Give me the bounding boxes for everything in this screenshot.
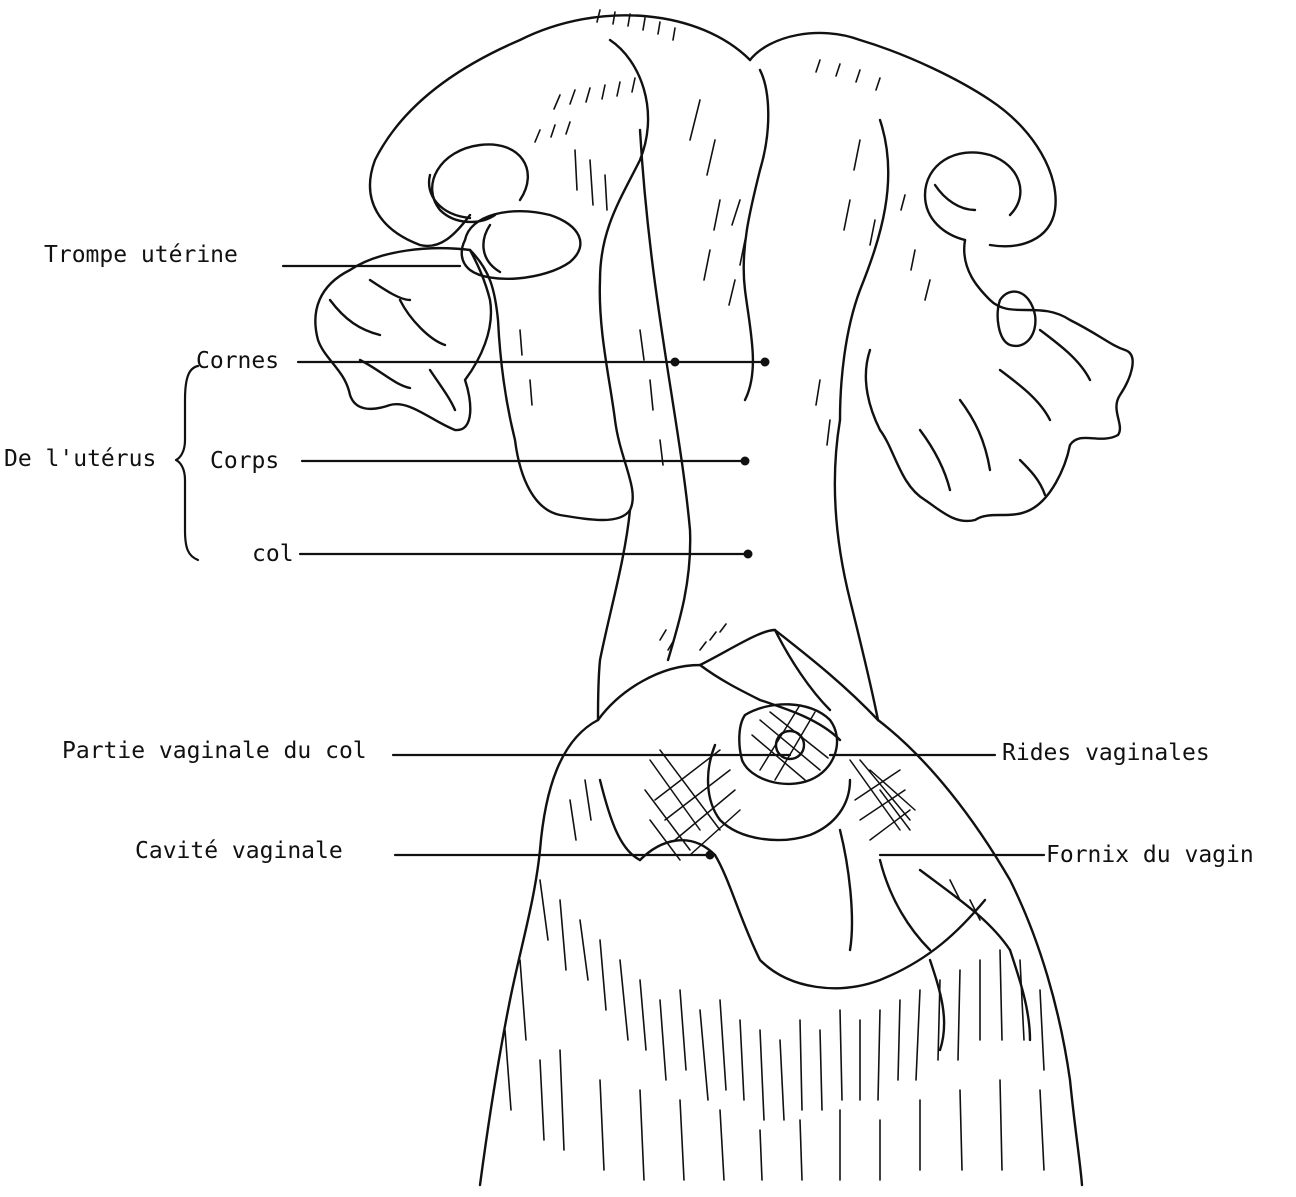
- right-horn-inner-edge: [744, 70, 769, 400]
- label-rides-vaginales: Rides vaginales: [1002, 742, 1210, 765]
- label-partie-vaginale-du-col: Partie vaginale du col: [62, 740, 367, 763]
- left-body-contour: [470, 40, 648, 520]
- right-body-contour: [840, 120, 888, 420]
- vagina-outline-right: [878, 720, 1082, 1185]
- right-fimbria: [866, 240, 1133, 521]
- left-fimbria: [315, 248, 491, 430]
- right-horn-inner: [925, 152, 1020, 240]
- label-trompe-uterine: Trompe utérine: [44, 244, 238, 267]
- label-cornes: Cornes: [196, 350, 279, 373]
- neck-right: [835, 420, 878, 720]
- right-ovary: [998, 292, 1036, 346]
- label-corps: Corps: [210, 450, 279, 473]
- neck-left: [598, 510, 630, 720]
- vagina-outline-left: [480, 720, 598, 1185]
- vagina-top-fold: [598, 630, 878, 720]
- label-col: col: [252, 543, 294, 566]
- vaginal-cavity: [640, 840, 985, 988]
- uterus-brace: [176, 366, 198, 560]
- label-de-l-uterus: De l'utérus: [4, 448, 156, 471]
- label-fornix-du-vagin: Fornix du vagin: [1046, 844, 1254, 867]
- label-cavite-vaginale: Cavité vaginale: [135, 840, 343, 863]
